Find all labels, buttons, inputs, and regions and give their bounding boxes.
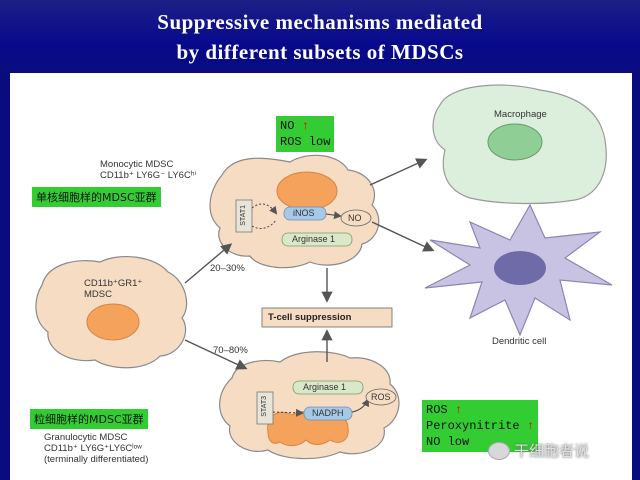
- monocytic-no-text: NO: [280, 119, 295, 133]
- inos-label: iNOS: [293, 208, 315, 218]
- monocytic-stat1-box: [235, 199, 253, 233]
- granulocytic-label-3: (terminally differentiated): [44, 454, 149, 465]
- monocytic-green-box: NO ↑ ROS low: [276, 116, 335, 152]
- granulocytic-arginase-label: Arginase 1: [303, 382, 347, 392]
- monocytic-green-line1: NO ↑: [280, 118, 330, 134]
- nadph-box: [303, 406, 353, 421]
- granulocytic-mdsc-cell: [219, 351, 400, 460]
- macrophage-nucleus: [487, 123, 543, 161]
- monocytic-arginase-box: [281, 232, 353, 247]
- granulocytic-green-line2: Peroxynitrite ↑: [426, 418, 534, 434]
- percent-monocytic: 20–30%: [210, 263, 245, 274]
- precursor-nucleus: [86, 303, 140, 341]
- arrow-precursor-to-granulocytic: [184, 339, 248, 370]
- monocytic-cn-label: 单核细胞样的MDSC亚群: [32, 187, 161, 207]
- right-border: [632, 73, 640, 480]
- title-bar: Suppressive mechanisms mediated by diffe…: [0, 0, 640, 73]
- macrophage-label: Macrophage: [494, 109, 547, 120]
- granulocytic-ros-oval: [365, 388, 397, 406]
- chat-bubble-icon: [488, 441, 510, 460]
- precursor-label-2: MDSC: [84, 289, 112, 300]
- monocytic-arginase-label: Arginase 1: [292, 234, 336, 244]
- granulocytic-cn-label: 粒细胞样的MDSC亚群: [30, 409, 148, 429]
- left-border: [0, 73, 10, 480]
- peroxynitrite-text: Peroxynitrite: [426, 419, 520, 433]
- tcell-suppression-box: [261, 307, 393, 328]
- inos-box: [283, 206, 327, 221]
- up-arrow-icon: ↑: [301, 119, 309, 133]
- granulocytic-ros-text: ROS: [426, 403, 448, 417]
- granulocytic-label-1: Granulocytic MDSC: [44, 432, 128, 443]
- monocytic-loop-arrow-2: [251, 219, 277, 229]
- up-arrow-icon: ↑: [454, 403, 463, 417]
- granulocytic-ros-label: ROS: [371, 392, 391, 402]
- up-arrow-icon: ↑: [526, 419, 535, 433]
- precursor-label-1: CD11b⁺GR1⁺: [84, 278, 143, 289]
- monocytic-label-1: Monocytic MDSC: [100, 159, 174, 170]
- watermark-text: 干细胞者说: [514, 442, 590, 460]
- granulocytic-green-line3: NO low: [426, 435, 470, 449]
- monocytic-green-line2: ROS low: [280, 135, 331, 149]
- monocytic-label-2: CD11b⁺ LY6G⁻ LY6Cʰⁱ: [100, 170, 197, 181]
- arrow-inos-to-no: [325, 211, 342, 220]
- arrow-stat3-to-nadph: [272, 408, 304, 417]
- stat3-label: STAT3: [261, 396, 268, 417]
- arrow-to-macrophage: [369, 158, 428, 186]
- arrow-nadph-to-ros: [351, 398, 369, 413]
- nadph-label: NADPH: [312, 408, 344, 418]
- granulocytic-green-box: ROS ↑ Peroxynitrite ↑ NO low: [422, 400, 539, 452]
- arrow-precursor-to-monocytic: [184, 243, 233, 284]
- dendritic-label: Dendritic cell: [492, 336, 547, 347]
- slide-title-line2: by different subsets of MDSCs: [176, 40, 464, 64]
- granulocytic-stat3-box: [256, 391, 274, 425]
- tcell-suppression-label: T-cell suppression: [268, 312, 352, 323]
- granulocytic-green-line1: ROS ↑: [426, 402, 534, 418]
- watermark: 干细胞者说: [488, 440, 589, 461]
- stat1-label: STAT1: [240, 205, 247, 226]
- dendritic-nucleus: [494, 251, 546, 285]
- slide-title-line1: Suppressive mechanisms mediated: [157, 10, 483, 34]
- granulocytic-arginase-box: [292, 380, 364, 395]
- monocytic-no-oval: [340, 209, 372, 227]
- monocytic-nucleus: [276, 171, 338, 211]
- monocytic-no-label: NO: [348, 213, 362, 223]
- arrow-to-dendritic: [371, 221, 435, 252]
- percent-granulocytic: 70–80%: [213, 345, 248, 356]
- monocytic-loop-arrow: [251, 203, 278, 215]
- granulocytic-label-2: CD11b⁺ LY6G⁺LY6Cˡᵒʷ: [44, 443, 142, 454]
